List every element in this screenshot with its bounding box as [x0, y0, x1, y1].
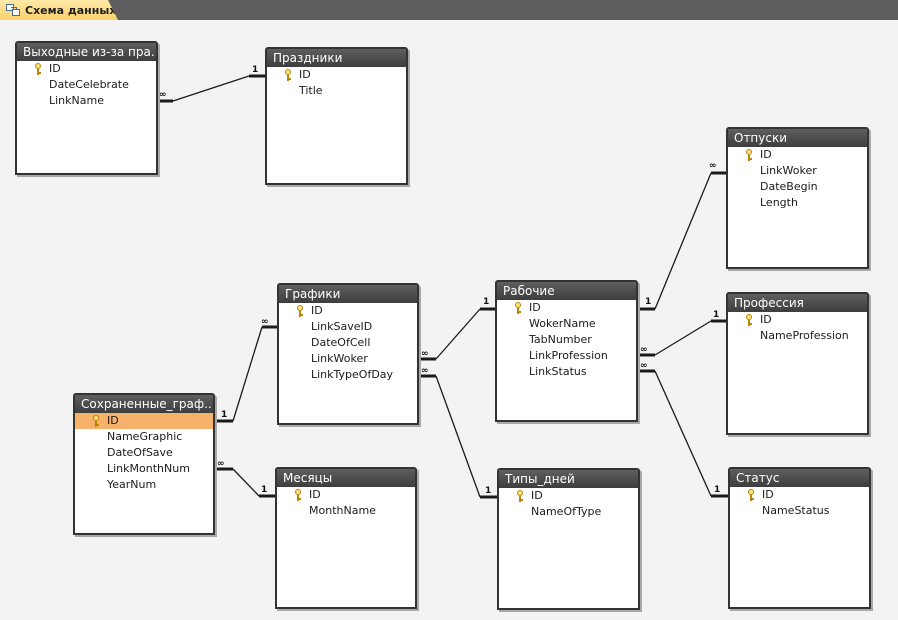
relationships-icon — [6, 4, 20, 16]
table-vykhodnye[interactable]: Выходные из-за пра... ID DateCelebrate L… — [15, 41, 158, 175]
primary-key-icon — [92, 415, 100, 427]
field-primary-key[interactable]: ID — [730, 487, 869, 503]
relation-vykhodnye-prazdniki[interactable]: ∞ 1 — [157, 65, 266, 103]
table-title[interactable]: Графики — [279, 285, 417, 303]
field-primary-key[interactable]: ID — [279, 303, 417, 319]
relation-grafiki-rabochie[interactable]: ∞ 1 — [418, 297, 496, 361]
relation-grafiki-tipy-dnei[interactable]: ∞ 1 — [418, 366, 498, 499]
primary-key-icon — [294, 489, 302, 501]
table-status[interactable]: Статус ID NameStatus — [728, 467, 871, 609]
table-title[interactable]: Выходные из-за пра... — [17, 43, 156, 61]
field[interactable]: DateBegin — [760, 180, 818, 193]
relation-rabochie-status[interactable]: ∞ 1 — [637, 361, 729, 498]
primary-key-icon — [514, 302, 522, 314]
field[interactable]: LinkSaveID — [311, 320, 373, 333]
cardinality-many: ∞ — [709, 161, 717, 171]
field[interactable]: LinkProfession — [529, 349, 608, 362]
cardinality-many: ∞ — [261, 317, 269, 327]
field[interactable]: TabNumber — [529, 333, 592, 346]
cardinality-many: ∞ — [421, 366, 429, 376]
field[interactable]: LinkMonthNum — [107, 462, 190, 475]
field-primary-key[interactable]: ID — [728, 312, 867, 328]
field[interactable]: NameProfession — [760, 329, 849, 342]
cardinality-one: 1 — [221, 410, 227, 420]
primary-key-icon — [745, 314, 753, 326]
field-primary-key[interactable]: ID — [497, 300, 636, 316]
table-title[interactable]: Отпуски — [728, 129, 867, 147]
primary-key-icon — [296, 305, 304, 317]
table-title[interactable]: Сохраненные_граф... — [75, 395, 213, 413]
tab-label: Схема данных — [25, 3, 117, 17]
table-title[interactable]: Месяцы — [277, 469, 415, 487]
relation-sokhranennye-mesyatsy[interactable]: ∞ 1 — [214, 459, 276, 498]
table-professiya[interactable]: Профессия ID NameProfession — [726, 292, 869, 435]
table-title[interactable]: Типы_дней — [499, 470, 638, 488]
primary-key-icon — [745, 149, 753, 161]
cardinality-one: 1 — [713, 310, 719, 320]
tab-data-schema[interactable]: Схема данных — [0, 0, 118, 20]
cardinality-one: 1 — [483, 297, 489, 307]
document-tab-bar: Схема данных — [0, 0, 898, 20]
field[interactable]: MonthName — [309, 504, 376, 517]
field[interactable]: DateCelebrate — [49, 78, 129, 91]
field[interactable]: NameGraphic — [107, 430, 183, 443]
relation-rabochie-professiya[interactable]: ∞ 1 — [637, 310, 727, 357]
primary-key-icon — [284, 69, 292, 81]
field[interactable]: LinkStatus — [529, 365, 587, 378]
field-primary-key[interactable]: ID — [267, 67, 406, 83]
field[interactable]: YearNum — [107, 478, 157, 491]
relation-sokhranennye-grafiki[interactable]: 1 ∞ — [214, 317, 278, 423]
cardinality-one: 1 — [714, 485, 720, 495]
table-title[interactable]: Статус — [730, 469, 869, 487]
table-grafiki[interactable]: Графики ID LinkSaveID DateOfCell LinkWok… — [277, 283, 419, 425]
primary-key-icon — [516, 490, 524, 502]
cardinality-one: 1 — [252, 65, 258, 75]
cardinality-many: ∞ — [217, 459, 225, 469]
table-title[interactable]: Профессия — [728, 294, 867, 312]
cardinality-one: 1 — [261, 485, 267, 495]
table-mesyatsy[interactable]: Месяцы ID MonthName — [275, 467, 417, 609]
field[interactable]: LinkWoker — [760, 164, 817, 177]
cardinality-many: ∞ — [421, 349, 429, 359]
table-otpuski[interactable]: Отпуски ID LinkWoker DateBegin Length — [726, 127, 869, 269]
field[interactable]: Length — [760, 196, 798, 209]
field[interactable]: Title — [299, 84, 323, 97]
primary-key-icon — [34, 63, 42, 75]
field-primary-key-selected[interactable]: ID — [75, 413, 213, 429]
field[interactable]: WokerName — [529, 317, 596, 330]
relation-rabochie-otpuski[interactable]: 1 ∞ — [637, 161, 727, 311]
primary-key-icon — [747, 489, 755, 501]
field-primary-key[interactable]: ID — [499, 488, 638, 504]
table-sokhranennye[interactable]: Сохраненные_граф... ID NameGraphic DateO… — [73, 393, 215, 535]
cardinality-many: ∞ — [640, 361, 648, 371]
table-rabochie[interactable]: Рабочие ID WokerName TabNumber LinkProfe… — [495, 280, 638, 422]
field[interactable]: LinkName — [49, 94, 104, 107]
field-primary-key[interactable]: ID — [277, 487, 415, 503]
cardinality-many: ∞ — [159, 90, 167, 100]
field[interactable]: DateOfCell — [311, 336, 371, 349]
table-title[interactable]: Рабочие — [497, 282, 636, 300]
cardinality-many: ∞ — [640, 345, 648, 355]
field[interactable]: NameStatus — [762, 504, 830, 517]
table-tipy-dnei[interactable]: Типы_дней ID NameOfType — [497, 468, 640, 610]
field[interactable]: NameOfType — [531, 505, 602, 518]
table-prazdniki[interactable]: Праздники ID Title — [265, 47, 408, 185]
field-primary-key[interactable]: ID — [728, 147, 867, 163]
field[interactable]: LinkTypeOfDay — [311, 368, 394, 381]
table-title[interactable]: Праздники — [267, 49, 406, 67]
cardinality-one: 1 — [485, 486, 491, 496]
field-primary-key[interactable]: ID — [17, 61, 156, 77]
field[interactable]: LinkWoker — [311, 352, 368, 365]
cardinality-one: 1 — [645, 297, 651, 307]
field[interactable]: DateOfSave — [107, 446, 173, 459]
